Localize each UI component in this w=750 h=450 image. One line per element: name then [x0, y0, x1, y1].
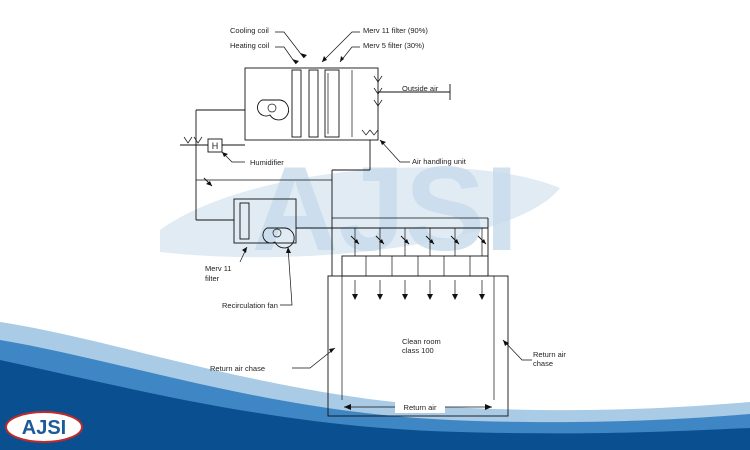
cooling-coil	[308, 69, 319, 138]
air-handling-unit	[244, 67, 451, 141]
recirc-merv11-filter	[239, 202, 250, 240]
footer-waves	[0, 322, 750, 450]
label-return-air-chase-right-line2: chase	[533, 359, 553, 368]
label-humidifier: Humidifier	[250, 158, 284, 167]
down-arrow	[427, 280, 433, 300]
wave-dark	[0, 360, 750, 450]
ajsi-logo: AJSI	[5, 411, 83, 443]
label-return-air: Return air	[404, 403, 437, 412]
down-arrow	[452, 280, 458, 300]
supply-branches	[350, 228, 487, 256]
label-merv11-filter-90: Merv 11 filter (90%)	[363, 26, 428, 35]
humidifier-symbol: H	[212, 141, 219, 151]
damper-icon	[203, 177, 213, 187]
label-return-air-chase-right-line1: Return air	[533, 350, 566, 359]
supply-airflow-arrows	[352, 280, 485, 300]
logo-text: AJSI	[22, 417, 66, 439]
recirc-box	[233, 198, 297, 244]
branch-damper-icon	[477, 235, 487, 245]
branch-damper-icon	[375, 235, 385, 245]
down-arrow	[402, 280, 408, 300]
ahu-box	[244, 67, 379, 141]
ahu-leader-lines	[275, 31, 410, 163]
supply-branch	[350, 228, 360, 256]
label-return-air-chase-left: Return air chase	[210, 364, 265, 373]
ahu-fan-icon	[257, 99, 290, 121]
label-heating-coil: Heating coil	[230, 41, 270, 50]
heating-coil	[291, 69, 302, 138]
supply-branch	[375, 228, 385, 256]
label-recirculation-fan: Recirculation fan	[222, 301, 278, 310]
branch-damper-icon	[425, 235, 435, 245]
branch-damper-icon	[400, 235, 410, 245]
outside-air-louver-icon	[361, 75, 383, 136]
recirculation-unit	[233, 198, 297, 306]
return-chase-leaders	[292, 339, 532, 369]
logo-ring	[5, 411, 83, 443]
humidifier-box	[207, 138, 223, 153]
clean-room: Return air	[327, 275, 509, 417]
label-outside-air: Outside air	[402, 84, 439, 93]
down-arrow	[377, 280, 383, 300]
supply-branch	[400, 228, 410, 256]
ductwork	[180, 109, 489, 276]
branch-damper-icon	[450, 235, 460, 245]
label-merv11-filter-line2: filter	[205, 274, 220, 283]
supply-branch	[450, 228, 460, 256]
down-arrow	[479, 280, 485, 300]
clean-room-outer-wall	[327, 275, 509, 417]
branch-damper-icon	[350, 235, 360, 245]
watermark-swoosh	[160, 167, 560, 258]
label-air-handling-unit: Air handling unit	[412, 157, 467, 166]
supply-branch	[425, 228, 435, 256]
label-clean-room-line1: Clean room	[402, 337, 441, 346]
label-merv11-filter-line1: Merv 11	[205, 264, 232, 273]
merv11-filter-90	[324, 69, 340, 138]
supply-branch	[477, 228, 487, 256]
label-merv5-filter-30: Merv 5 filter (30%)	[363, 41, 425, 50]
humidifier-unit: H	[183, 136, 245, 163]
recirculation-fan-icon	[262, 227, 295, 249]
down-arrow	[352, 280, 358, 300]
label-clean-room-line2: class 100	[402, 346, 434, 355]
label-cooling-coil: Cooling coil	[230, 26, 269, 35]
